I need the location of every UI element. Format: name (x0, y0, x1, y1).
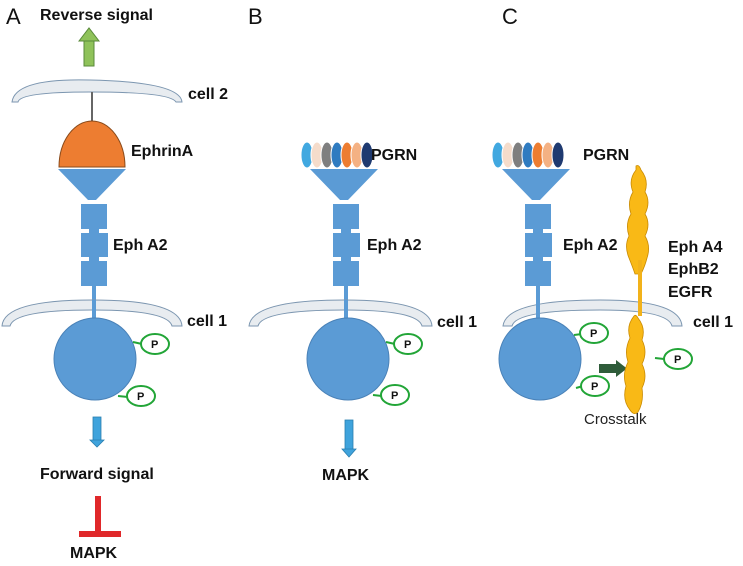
kinase-domain-c (498, 317, 582, 401)
cell2-label: cell 2 (188, 86, 228, 103)
svg-text:P: P (404, 339, 411, 351)
reverse-signal-arrow-icon (77, 27, 101, 67)
phospho-site: P (385, 333, 423, 355)
pgrn-label-c: PGRN (583, 147, 629, 164)
panel-a-letter: A (6, 4, 21, 29)
panel-a: A Reverse signal cell 2 EphrinA Eph A2 c… (1, 4, 228, 562)
phospho-site: P (372, 384, 410, 406)
crosstalk-label: Crosstalk (584, 411, 647, 428)
epha2-label-b: Eph A2 (367, 237, 422, 254)
cell1-membrane-b (248, 299, 433, 327)
panel-c-letter: C (502, 4, 518, 29)
pgrn-ligand (300, 141, 374, 169)
kinase-domain-b (306, 317, 390, 401)
phospho-site: P (573, 322, 609, 344)
inhibition-icon (79, 496, 121, 537)
cell1-membrane (1, 299, 183, 327)
partner-label-epha4: Eph A4 (668, 239, 723, 256)
forward-signal-arrow-icon (341, 419, 357, 458)
forward-signal-arrow-icon (89, 416, 105, 448)
reverse-signal-label: Reverse signal (40, 7, 153, 24)
epha2-receptor (310, 169, 378, 326)
phospho-site: P (132, 333, 170, 355)
svg-text:P: P (137, 391, 144, 403)
mapk-label-b: MAPK (322, 467, 370, 484)
epha2-label: Eph A2 (113, 237, 168, 254)
phospho-site: P (654, 348, 693, 370)
svg-text:P: P (590, 328, 597, 340)
cell1-label-c: cell 1 (693, 314, 733, 331)
partner-label-egfr: EGFR (668, 284, 713, 301)
ephrina-ligand (58, 120, 126, 168)
cell1-label-b: cell 1 (437, 314, 477, 331)
svg-text:P: P (674, 354, 681, 366)
pgrn-label-b: PGRN (371, 147, 417, 164)
svg-text:P: P (391, 390, 398, 402)
forward-signal-label: Forward signal (40, 466, 154, 483)
svg-text:P: P (591, 381, 598, 393)
granulin-bead (360, 141, 374, 169)
ephrina-label: EphrinA (131, 143, 194, 160)
panel-b-letter: B (248, 4, 263, 29)
svg-text:P: P (151, 339, 158, 351)
mapk-label-a: MAPK (70, 545, 118, 562)
kinase-domain (53, 317, 137, 401)
panel-b: B PGRN Eph A2 cell 1 P P (248, 4, 477, 484)
epha2-label-c: Eph A2 (563, 237, 618, 254)
phospho-site: P (117, 385, 156, 407)
pgrn-ligand (491, 141, 565, 169)
granulin-bead (551, 141, 565, 169)
phospho-site: P (575, 375, 610, 397)
cell1-label: cell 1 (187, 313, 227, 330)
partner-receptor (624, 165, 649, 414)
cell1-membrane-c (502, 299, 683, 327)
crosstalk-arrow-icon (599, 360, 627, 377)
panel-c: C PGRN Eph A2 cell 1 P P (491, 4, 733, 428)
cell2-membrane (11, 79, 183, 103)
partner-label-ephb2: EphB2 (668, 261, 719, 278)
